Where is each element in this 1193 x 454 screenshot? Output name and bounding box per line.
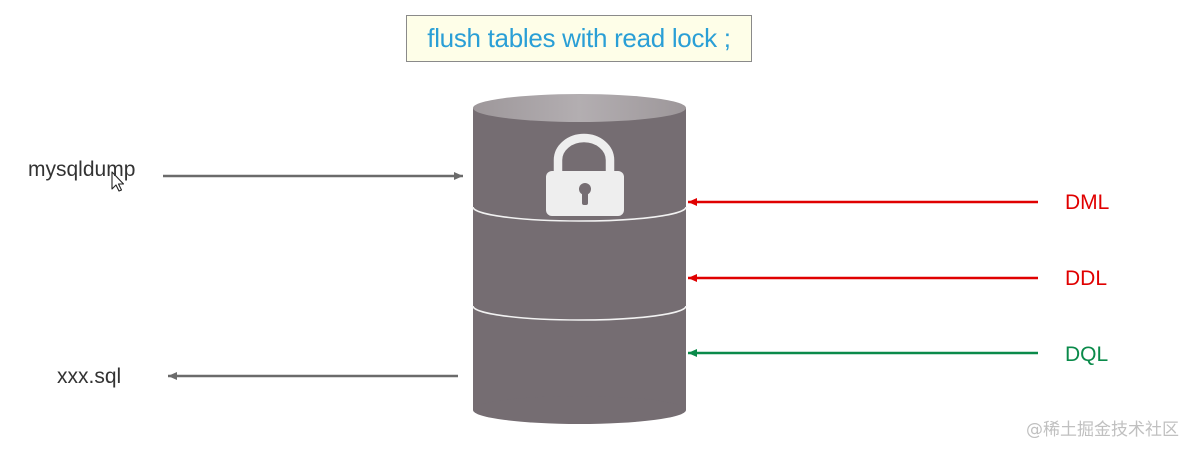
ddl-label: DDL — [1065, 267, 1108, 290]
database-top — [473, 94, 686, 122]
watermark: @稀土掘金技术社区 — [1026, 420, 1179, 440]
output-file-label: xxx.sql — [57, 365, 122, 388]
dql-label: DQL — [1065, 343, 1109, 366]
command-box: flush tables with read lock ; — [406, 15, 752, 62]
padlock-icon — [546, 133, 624, 216]
database-bottom — [473, 396, 686, 424]
database-body — [473, 108, 686, 410]
command-text: flush tables with read lock ; — [427, 23, 731, 53]
database-divider-2 — [472, 305, 687, 321]
database-divider-1 — [472, 206, 687, 222]
mysqldump-label: mysqldump — [28, 158, 136, 181]
dml-label: DML — [1065, 191, 1110, 214]
database-cylinder-icon — [472, 94, 687, 424]
mouse-pointer-icon — [111, 171, 125, 192]
